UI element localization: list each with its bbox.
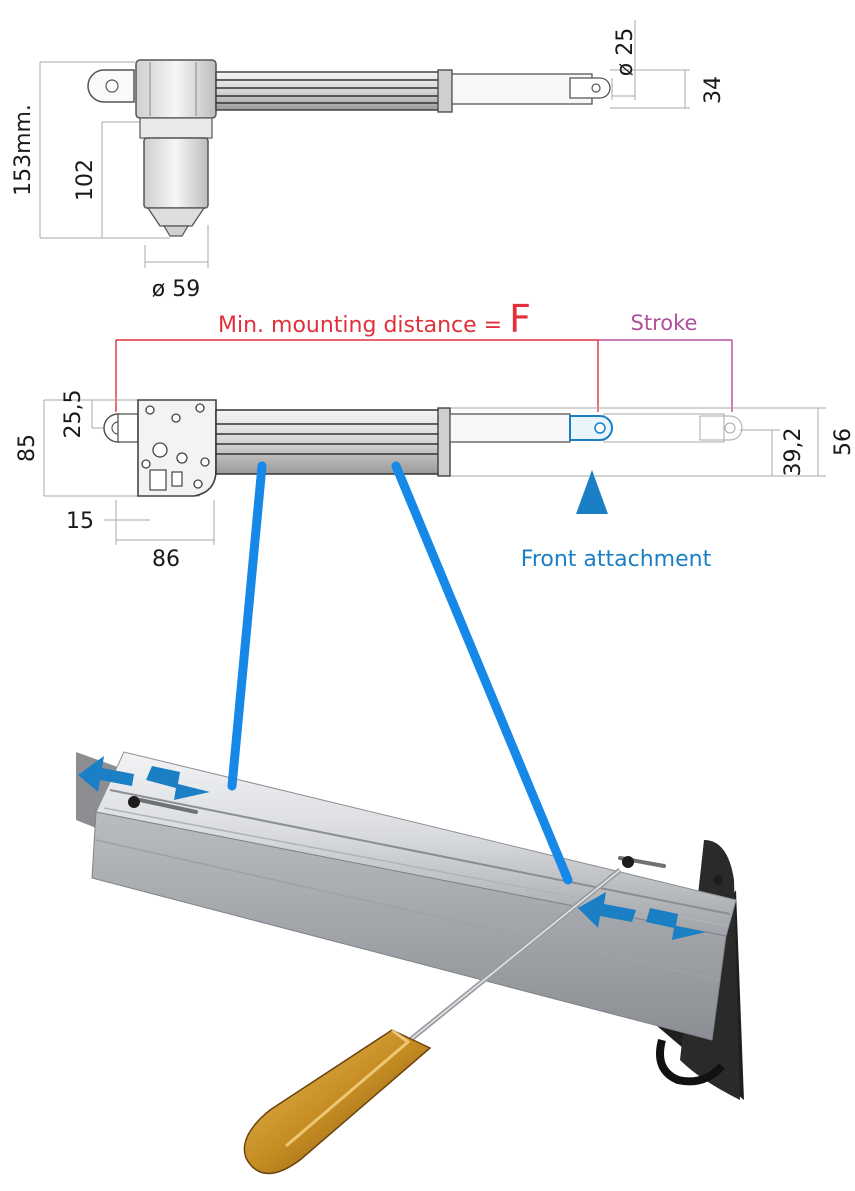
front-attachment-label: Front attachment xyxy=(521,547,712,572)
dim-39-2-label: 39,2 xyxy=(781,428,806,477)
screw-left xyxy=(128,796,140,808)
dim-15-label: 15 xyxy=(66,509,94,534)
dim-34-label: 34 xyxy=(701,76,726,104)
stroke-label: Stroke xyxy=(631,311,698,335)
top-view-drawing: ø 25 34 153mm. 102 ø 59 xyxy=(11,20,726,302)
leader-line-left xyxy=(227,461,267,791)
min-mounting-distance-label: Min. mounting distance = F xyxy=(218,297,531,341)
dim-86-label: 86 xyxy=(152,547,180,572)
adjust-arrow-left xyxy=(78,756,210,800)
dim-153-label: 153mm. xyxy=(11,104,36,196)
leader-line-right xyxy=(391,461,573,885)
adjust-arrow-right xyxy=(578,892,706,940)
side-view-drawing: 85 25,5 39,2 56 15 86 Front attachment xyxy=(15,390,855,572)
dim-25-label: ø 25 xyxy=(613,28,638,76)
dim-59-label: ø 59 xyxy=(152,277,200,302)
screwdriver xyxy=(243,868,622,1175)
dim-102-label: 102 xyxy=(73,159,98,201)
leader-lines xyxy=(227,461,573,885)
profile-photo xyxy=(76,751,744,1175)
dim-85-label: 85 xyxy=(15,434,40,462)
dim-56-label: 56 xyxy=(831,428,855,456)
dim-25-5-label: 25,5 xyxy=(61,390,86,439)
screw-right xyxy=(622,856,634,868)
mounting-distance-annotation: Min. mounting distance = F Stroke xyxy=(115,297,733,412)
